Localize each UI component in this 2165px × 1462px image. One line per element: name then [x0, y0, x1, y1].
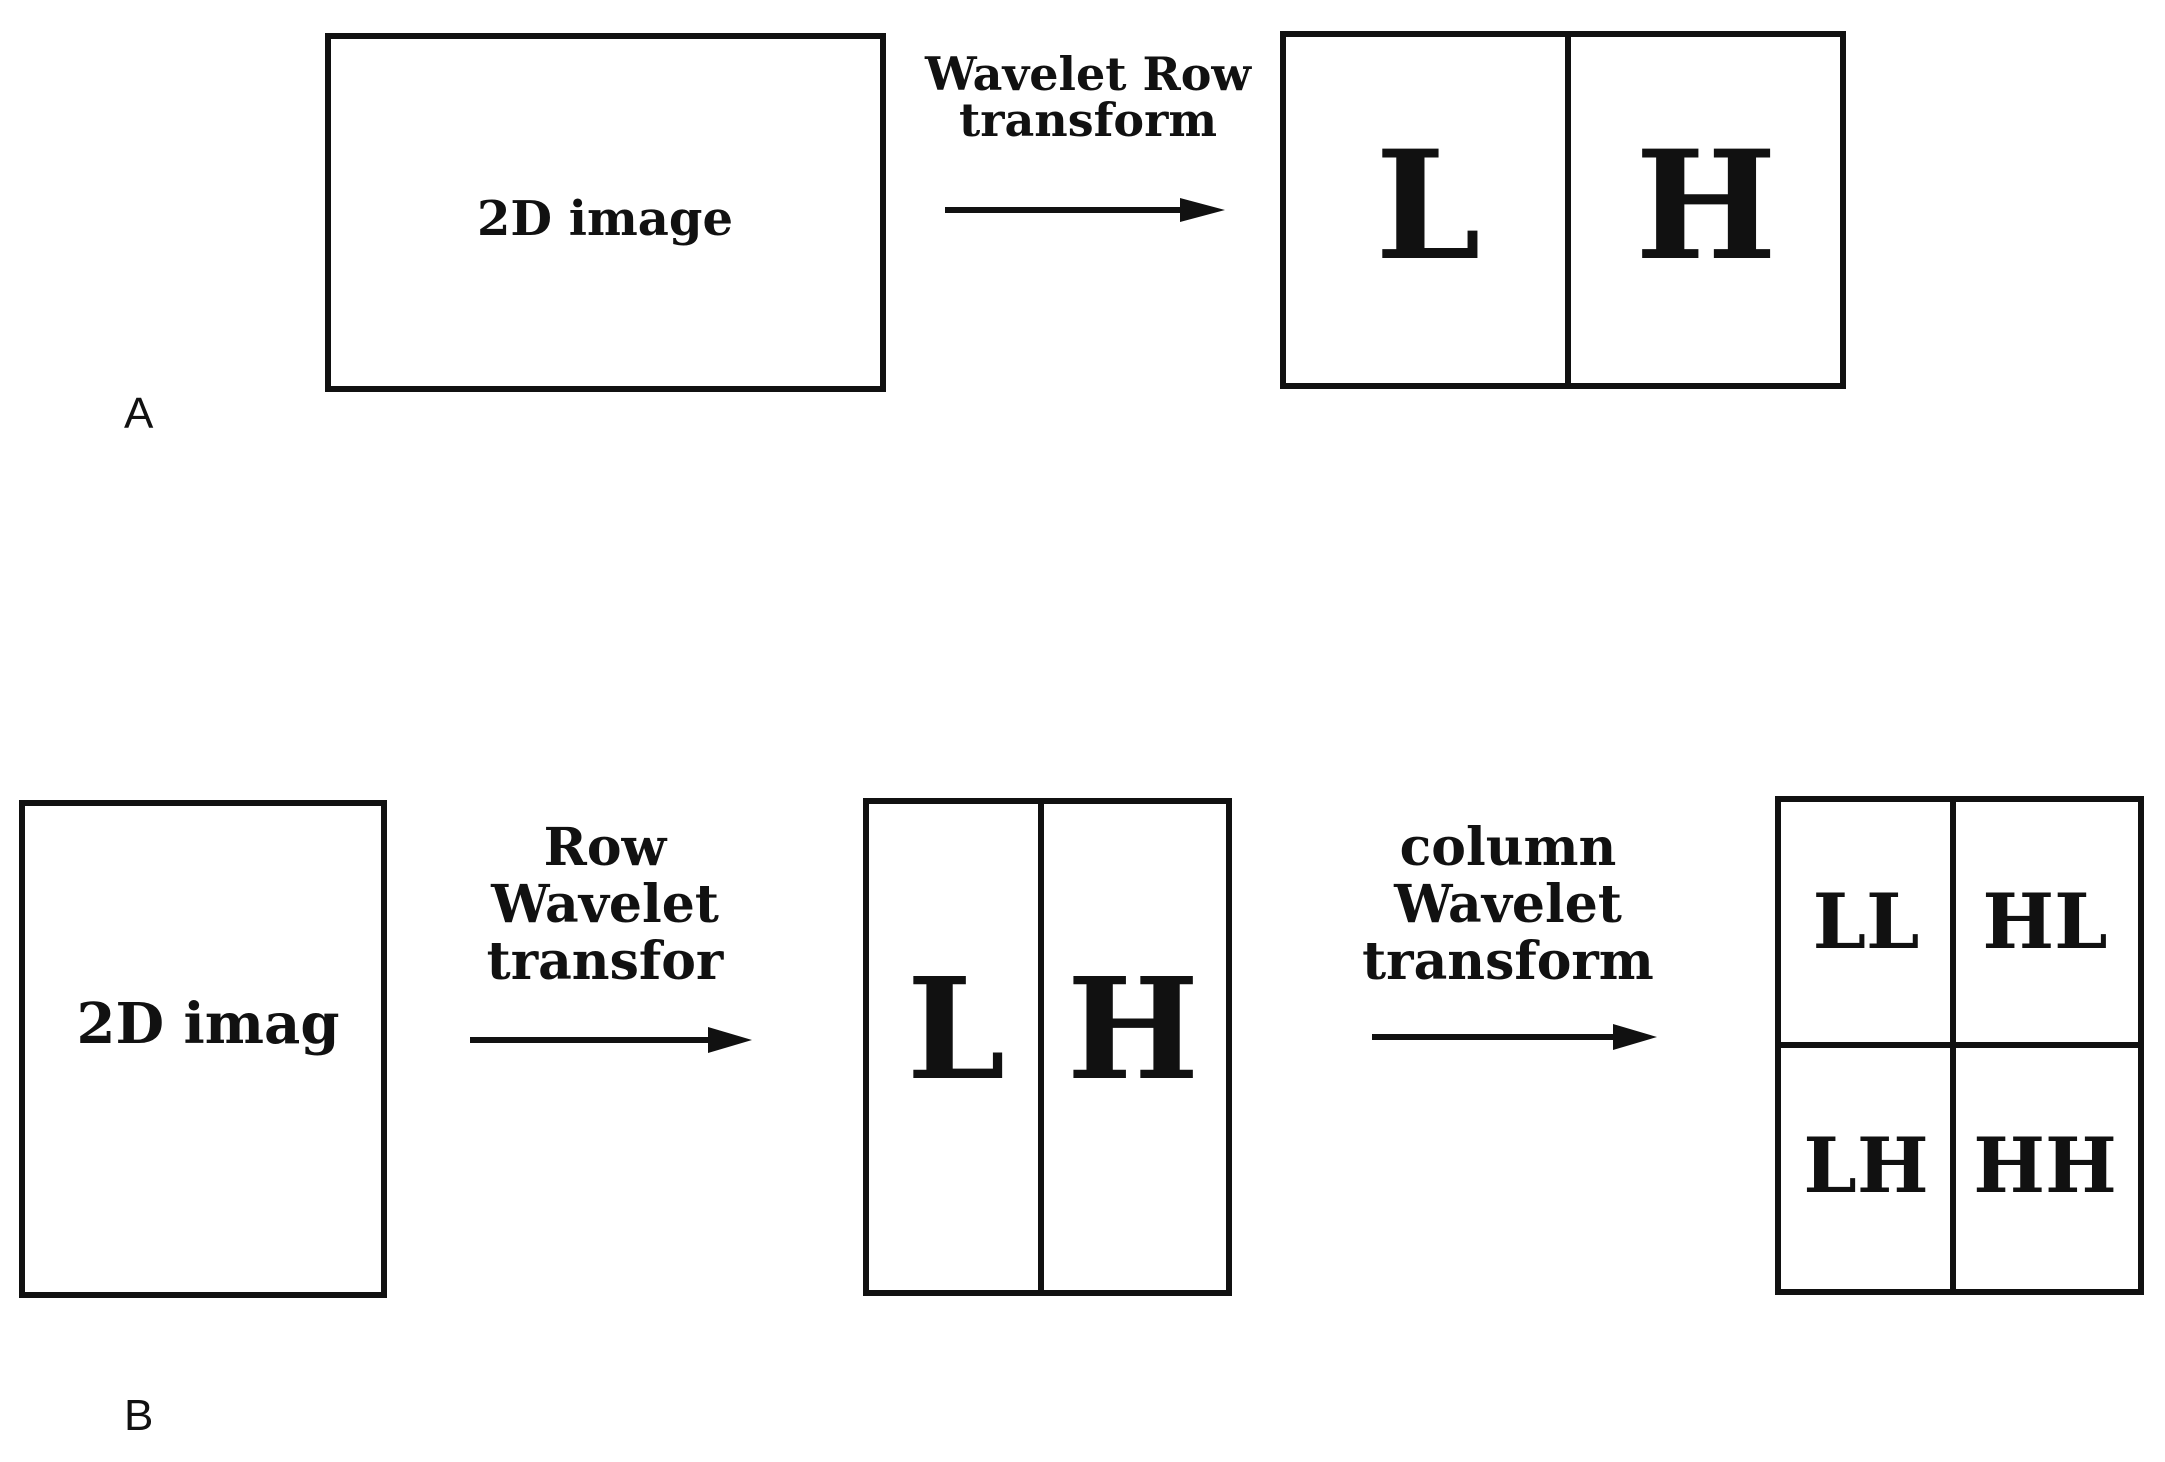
panel-a-source-box-text: 2D image — [477, 191, 733, 247]
panel-b-arrow2-icon — [1372, 1024, 1657, 1050]
panel-b-arrow1-caption-line-3: transfor — [487, 931, 724, 992]
panel-b-result-cell-hh: HH — [1973, 1121, 2117, 1210]
panel-b-result-cell-hl: HL — [1982, 877, 2107, 966]
panel-b-intermediate-cell-l: L — [907, 948, 1005, 1112]
panel-b-label: B — [124, 1391, 153, 1440]
panel-b-intermediate-box — [863, 798, 1232, 1296]
panel-b: B 2D imag Row Wavelet transfor L H colum… — [19, 796, 2144, 1440]
panel-b-source-box — [19, 800, 387, 1298]
panel-b-intermediate-cell-h: H — [1067, 948, 1199, 1112]
panel-b-arrow1-caption-line-1: Row — [544, 817, 668, 878]
panel-a-result-cell-l: L — [1375, 118, 1480, 294]
panel-a-result-box — [1280, 31, 1846, 389]
panel-a-label: A — [124, 389, 154, 438]
panel-a-result-cell-h: H — [1635, 118, 1777, 294]
panel-b-arrow1-icon — [470, 1027, 752, 1053]
panel-b-arrow1-caption-line-2: Wavelet — [490, 874, 719, 935]
panel-b-arrow2-caption-line-3: transform — [1362, 931, 1654, 992]
panel-b-result-cell-ll: LL — [1813, 877, 1920, 966]
panel-a-arrow-caption-line-2: transform — [959, 93, 1217, 147]
panel-b-arrow2-caption-line-2: Wavelet — [1393, 874, 1622, 935]
panel-a: A 2D image Wavelet Row transform L H — [124, 31, 1846, 438]
panel-b-result-cell-lh: LH — [1803, 1121, 1928, 1210]
panel-a-arrow-icon — [945, 198, 1225, 222]
panel-b-arrow2-caption-line-1: column — [1400, 817, 1617, 878]
panel-a-source-box — [325, 33, 886, 392]
panel-a-arrow-caption-line-1: Wavelet Row — [924, 47, 1252, 101]
panel-b-source-box-text: 2D imag — [77, 991, 340, 1057]
